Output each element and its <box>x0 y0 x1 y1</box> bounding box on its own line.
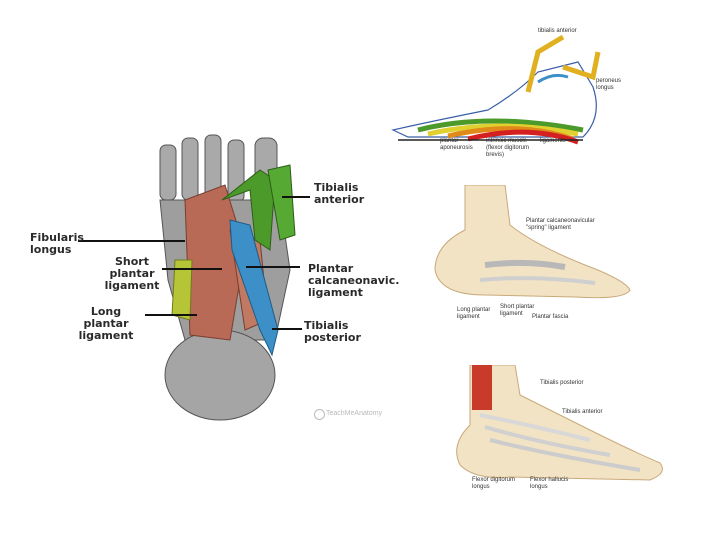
label-mr-long-plantar: Long plantar ligament <box>457 307 491 320</box>
label-long-plantar-ligament: Long plantar ligament <box>78 305 134 342</box>
label-tibialis-posterior: Tibialis posterior <box>304 319 361 344</box>
foot-arch-illustration <box>391 34 601 145</box>
label-mr-short-plantar: Short plantar ligament <box>500 304 535 317</box>
label-fibularis-longus: Fibularis longus <box>30 231 84 256</box>
leader-plantar-calcaneonavic <box>246 266 300 268</box>
leader-tibialis-posterior <box>272 328 302 330</box>
medial-foot-illustration <box>456 364 663 481</box>
label-tr-intrinsic-muscle: intrinsic muscle (flexor digitorum brevi… <box>486 138 530 158</box>
label-br-flexor-hallucis-longus: Flexor hallucis longus <box>530 477 569 490</box>
main-foot-figure <box>150 130 400 430</box>
label-br-tibialis-anterior: Tibialis anterior <box>562 409 603 415</box>
medial-foot-figure <box>450 364 670 490</box>
label-tr-plantar-aponeurosis: plantar aponeurosis <box>440 138 473 151</box>
foot-arch-figure <box>388 22 638 172</box>
label-br-tibialis-posterior: Tibialis posterior <box>540 380 584 386</box>
watermark: TeachMeAnatomy <box>326 410 383 417</box>
leader-fibularis-longus <box>78 240 185 242</box>
label-tibialis-anterior: Tibialis anterior <box>314 181 365 206</box>
copyright-icon <box>314 409 325 420</box>
label-short-plantar-ligament: Short plantar ligament <box>104 255 160 292</box>
label-tr-ligaments: ligaments <box>540 138 566 144</box>
spring-ligament-illustration <box>434 184 631 299</box>
label-tr-tibialis-anterior: tibialis anterior <box>538 28 577 34</box>
plantar-foot-illustration <box>159 134 296 421</box>
spring-ligament-figure <box>425 184 635 315</box>
leader-long-plantar <box>145 314 197 316</box>
label-mr-plantar-fascia: Plantar fascia <box>532 314 569 320</box>
leader-tibialis-anterior <box>282 196 310 198</box>
label-br-flexor-digitorum-longus: Flexor digitorum longus <box>472 477 516 490</box>
label-tr-peroneus-longus: peroneus longus <box>596 78 622 91</box>
leader-short-plantar <box>162 268 222 270</box>
label-mr-spring-ligament: Plantar calcaneonavicular "spring" ligam… <box>526 218 595 231</box>
label-plantar-calcaneonavic-ligament: Plantar calcaneonavic. ligament <box>308 262 400 299</box>
